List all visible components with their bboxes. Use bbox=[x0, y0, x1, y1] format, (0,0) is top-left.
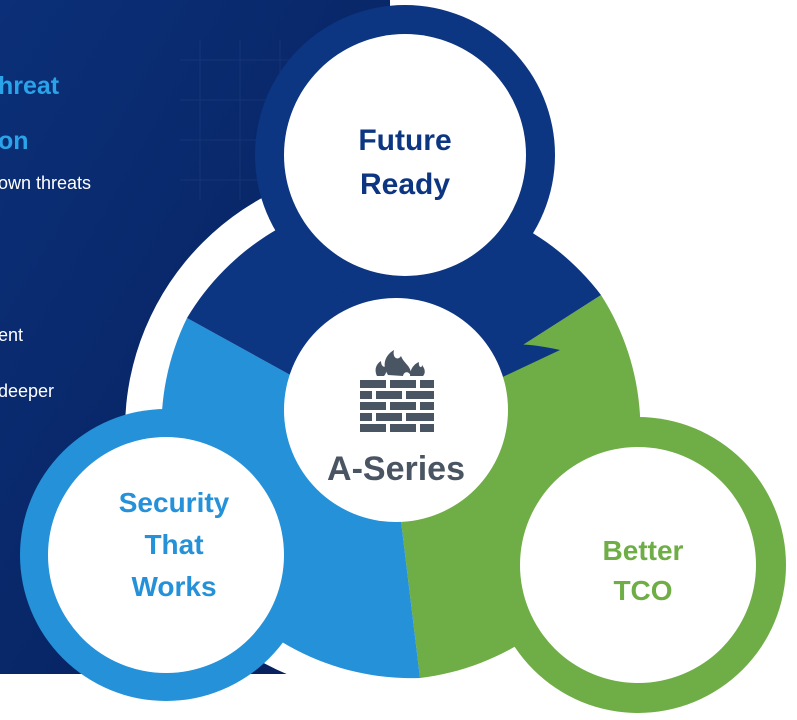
center-label: A-Series bbox=[327, 450, 465, 488]
panel-bullet-1: own threats bbox=[0, 173, 91, 193]
future-ready-label-line-2: Ready bbox=[360, 168, 450, 201]
panel-bullet-2: ent bbox=[0, 325, 23, 345]
security-label-line-2: That bbox=[144, 529, 203, 560]
tco-node: Better TCO bbox=[490, 417, 786, 713]
future-ready-label-line-1: Future bbox=[358, 124, 451, 157]
future-ready-node: Future Ready bbox=[255, 5, 555, 305]
tco-label-line-2: TCO bbox=[613, 575, 672, 606]
security-node: Security That Works bbox=[20, 409, 312, 701]
security-label-line-1: Security bbox=[119, 487, 230, 518]
firewall-icon bbox=[360, 350, 434, 432]
panel-bullet-3: deeper bbox=[0, 381, 54, 401]
panel-heading-line-1: hreat bbox=[0, 72, 60, 100]
security-label-line-3: Works bbox=[131, 571, 216, 602]
center-node: A-Series bbox=[284, 298, 508, 522]
panel-heading-line-2: on bbox=[0, 127, 29, 155]
tco-label-line-1: Better bbox=[603, 535, 684, 566]
